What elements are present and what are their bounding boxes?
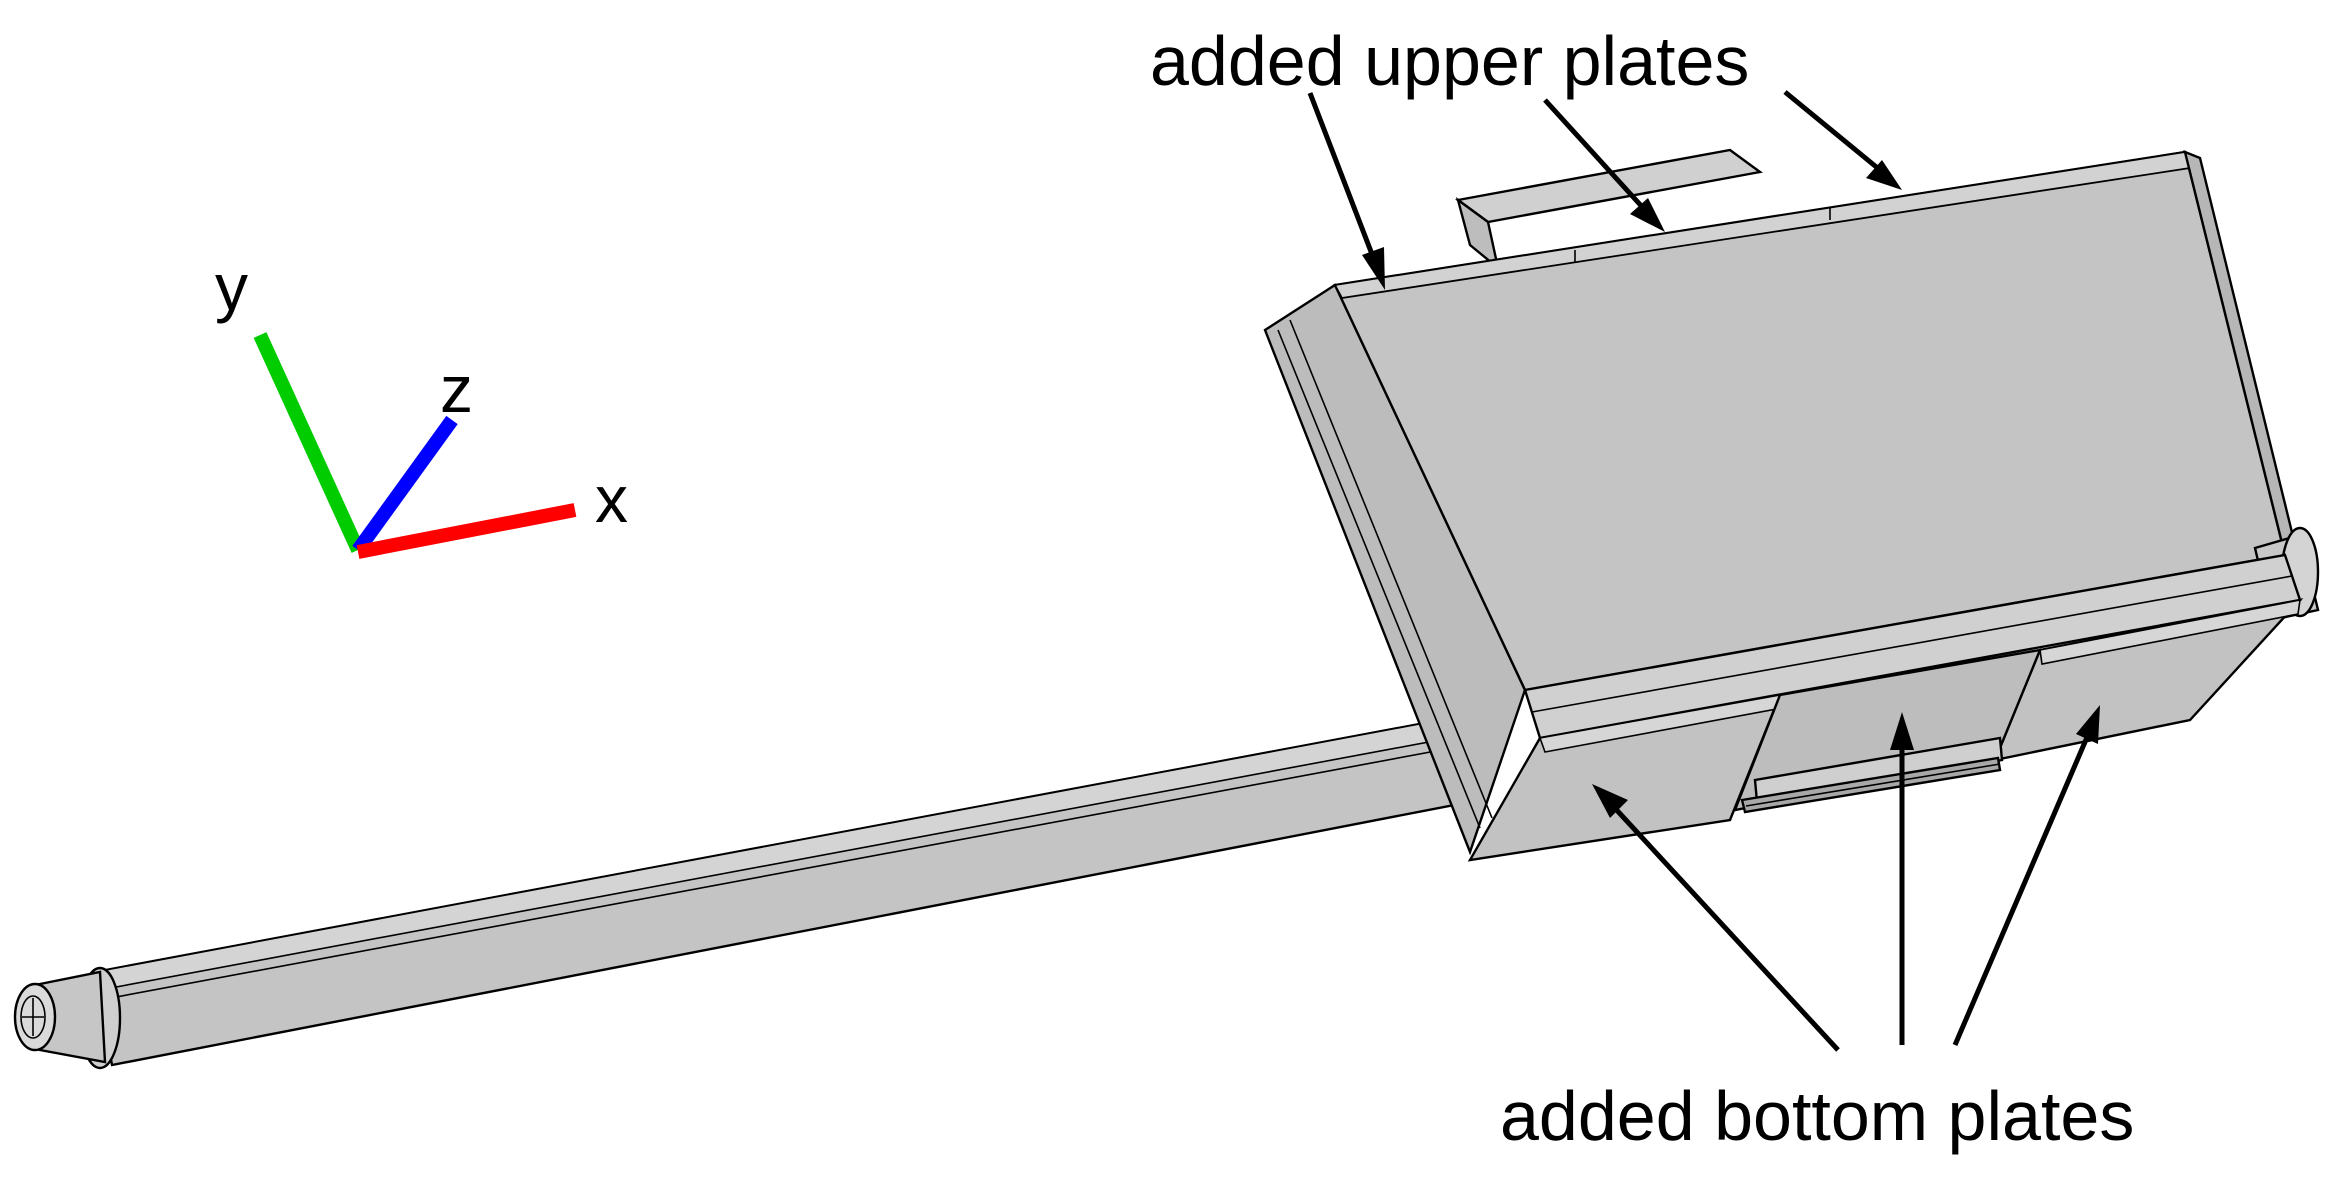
bottom-plate-right — [2039, 599, 2301, 665]
z-axis-label: z — [440, 352, 473, 426]
housing — [1263, 148, 2320, 862]
bottom-plate-middle — [1753, 736, 2004, 804]
upper-arrow-2 — [1543, 98, 1647, 212]
coordinate-triad: y z x — [215, 250, 628, 559]
upper-arrow-1-head — [1362, 247, 1385, 290]
upper-plates-label: added upper plates — [1150, 22, 1749, 100]
bottom-arrow-2-head — [1890, 712, 1914, 750]
upper-arrow-3-head — [1866, 160, 1902, 190]
upper-arrow-3 — [1783, 90, 1882, 172]
shaft — [13, 704, 1496, 1070]
upper-arrow-2-head — [1630, 198, 1665, 232]
y-axis-line — [253, 332, 365, 553]
bottom-arrow-1 — [1610, 803, 1840, 1052]
bottom-arrow-3-head — [2076, 705, 2100, 744]
x-axis-line — [356, 503, 577, 559]
z-axis-line — [352, 415, 458, 555]
bottom-plate-arrows — [1592, 705, 2100, 1052]
bottom-arrow-1-head — [1592, 784, 1628, 818]
y-axis-label: y — [215, 250, 248, 324]
x-axis-label: x — [595, 462, 628, 536]
shaft-top-face — [93, 715, 1467, 991]
bottom-arrow-3 — [1952, 734, 2091, 1046]
upper-arrow-1 — [1307, 92, 1378, 263]
upper-plate-arrows — [1307, 90, 1902, 290]
upper-plate-block-top — [1455, 148, 1763, 224]
bottom-plates-label: added bottom plates — [1500, 1077, 2134, 1155]
